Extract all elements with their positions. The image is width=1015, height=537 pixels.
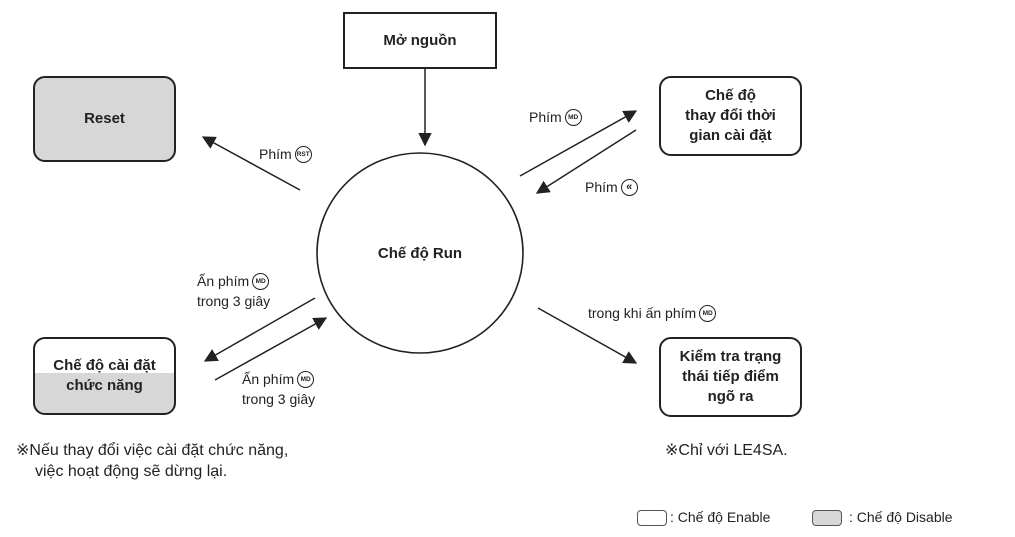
arrow-run-to-output-check <box>537 307 638 364</box>
power-on-label: Mở nguồn <box>383 31 457 49</box>
edge-label-to-time-change-text: Phím <box>529 109 562 125</box>
edge-label-to-function-setting-line2: trong 3 giây <box>197 293 271 309</box>
md-key-icon: MD <box>297 370 315 388</box>
legend-disable-swatch <box>812 510 842 526</box>
run-mode-node: Chế độ Run <box>352 243 488 265</box>
edge-label-from-time-change-text: Phím <box>585 179 618 195</box>
legend-enable-text: : Chế độ Enable <box>670 509 771 525</box>
run-mode-ellipse <box>316 152 524 354</box>
rst-key-icon: RST <box>294 145 312 163</box>
edge-label-from-function-setting-line1: Ấn phím <box>242 371 295 387</box>
edge-label-to-reset-text: Phím <box>259 146 292 162</box>
md-key-icon: MD <box>699 304 717 322</box>
function-setting-box: Chế độ cài đặt chức năng <box>33 337 176 415</box>
time-change-label-line1: Chế độ <box>705 87 756 104</box>
run-mode-label: Chế độ Run <box>377 245 463 262</box>
output-check-box: Kiểm tra trạng thái tiếp điểm ngõ ra <box>659 337 802 417</box>
arrow-run-to-reset <box>201 136 301 191</box>
function-setting-note-line2: việc hoạt động sẽ dừng lại. <box>35 463 228 480</box>
time-change-box: Chế độ thay đổi thời gian cài đặt <box>659 76 802 156</box>
time-change-label-line2: thay đổi thời <box>685 107 776 124</box>
output-check-label-line3: ngõ ra <box>707 388 754 405</box>
reset-box: Reset <box>33 76 176 162</box>
edge-label-to-function-setting-line1: Ấn phím <box>197 273 250 289</box>
output-check-label-line1: Kiểm tra trạng <box>679 348 782 365</box>
power-on-box: Mở nguồn <box>343 12 497 69</box>
function-setting-label-line2: chức năng <box>66 377 143 394</box>
arrow-time-change-to-run <box>535 129 637 194</box>
function-setting-label-line1: Chế độ cài đặt <box>53 357 156 374</box>
output-check-note: ※Chỉ với LE4SA. <box>665 440 788 461</box>
edge-label-to-output-check-text: trong khi ấn phím <box>588 305 697 321</box>
output-check-note-text: ※Chỉ với LE4SA. <box>665 442 788 459</box>
arrow-run-to-function-setting <box>203 297 316 362</box>
md-key-icon: MD <box>564 108 582 126</box>
arrow-run-to-time-change <box>519 110 638 177</box>
time-change-label-line3: gian cài đặt <box>689 127 772 144</box>
legend-disable-text: : Chế độ Disable <box>849 509 953 525</box>
function-setting-note-line1: ※Nếu thay đổi việc cài đặt chức năng, <box>16 442 289 459</box>
edge-label-from-function-setting-line2: trong 3 giây <box>242 391 316 407</box>
md-key-icon: MD <box>252 272 270 290</box>
edge-label-from-time-change: Phím« <box>585 177 638 197</box>
arrow-function-setting-to-run <box>214 317 328 381</box>
legend-enable-swatch <box>637 510 667 526</box>
double-left-arrow-key-icon: « <box>620 178 638 196</box>
function-setting-note: ※Nếu thay đổi việc cài đặt chức năng, vi… <box>16 440 288 482</box>
output-check-label-line2: thái tiếp điểm <box>682 368 779 385</box>
reset-label: Reset <box>84 110 125 127</box>
